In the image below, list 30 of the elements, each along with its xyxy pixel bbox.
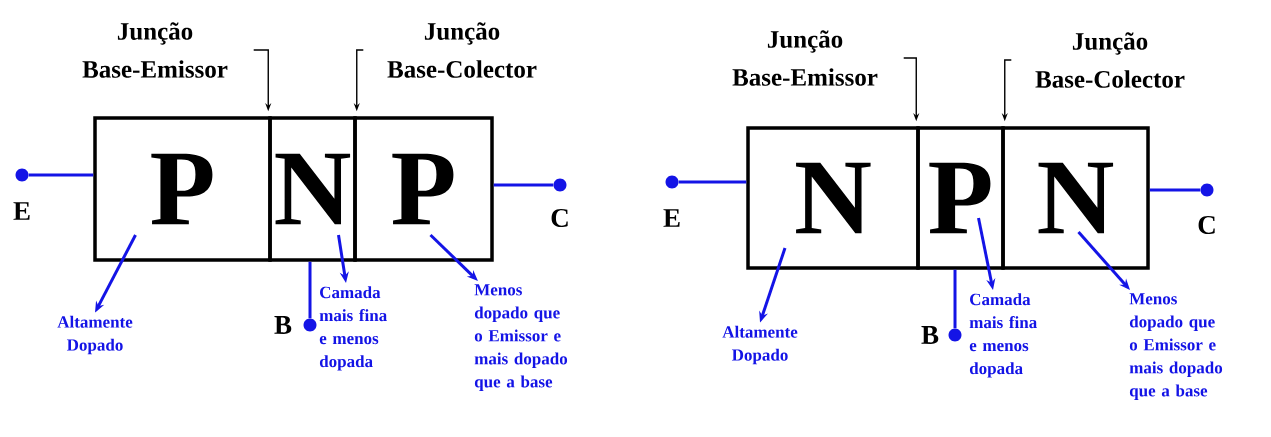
terminal-lead <box>308 261 312 319</box>
junction-label: Junção Base-Colector <box>1035 32 1185 88</box>
terminal-label: B <box>921 326 939 344</box>
junction-label: Junção Base-Emissor <box>732 30 878 86</box>
annotation-text: Menos dopado que o Emissor e mais dopado que a base <box>1129 293 1223 400</box>
terminal-lead <box>28 173 94 177</box>
annotation-arrow <box>429 233 478 281</box>
terminal-label: E <box>663 209 680 227</box>
semiconductor-region: N <box>746 126 920 270</box>
annotation-text: Altamente Dopado <box>722 325 798 365</box>
terminal-lead <box>953 269 957 329</box>
junction-label: Junção Base-Colector <box>387 22 537 78</box>
annotation-text: Camada mais fina e menos dopada <box>319 286 387 371</box>
terminal-label: C <box>551 208 568 228</box>
terminal-label: E <box>13 202 30 220</box>
semiconductor-region: N <box>1001 126 1150 270</box>
terminal-lead <box>678 180 747 184</box>
semiconductor-region: P <box>916 126 1005 270</box>
annotation-text: Altamente Dopado <box>57 315 133 355</box>
terminal-lead <box>493 183 554 187</box>
terminal-lead <box>1149 188 1201 192</box>
annotation-text: Camada mais fina e menos dopada <box>969 293 1037 378</box>
semiconductor-region: P <box>93 116 272 262</box>
annotation-text: Menos dopado que o Emissor e mais dopado que a base <box>474 284 568 391</box>
semiconductor-region: P <box>353 116 494 262</box>
terminal-label: C <box>1198 215 1215 235</box>
terminal-label: B <box>274 316 292 334</box>
annotation-arrow <box>1077 231 1130 290</box>
junction-label: Junção Base-Emissor <box>82 22 228 78</box>
semiconductor-region: N <box>268 116 357 262</box>
